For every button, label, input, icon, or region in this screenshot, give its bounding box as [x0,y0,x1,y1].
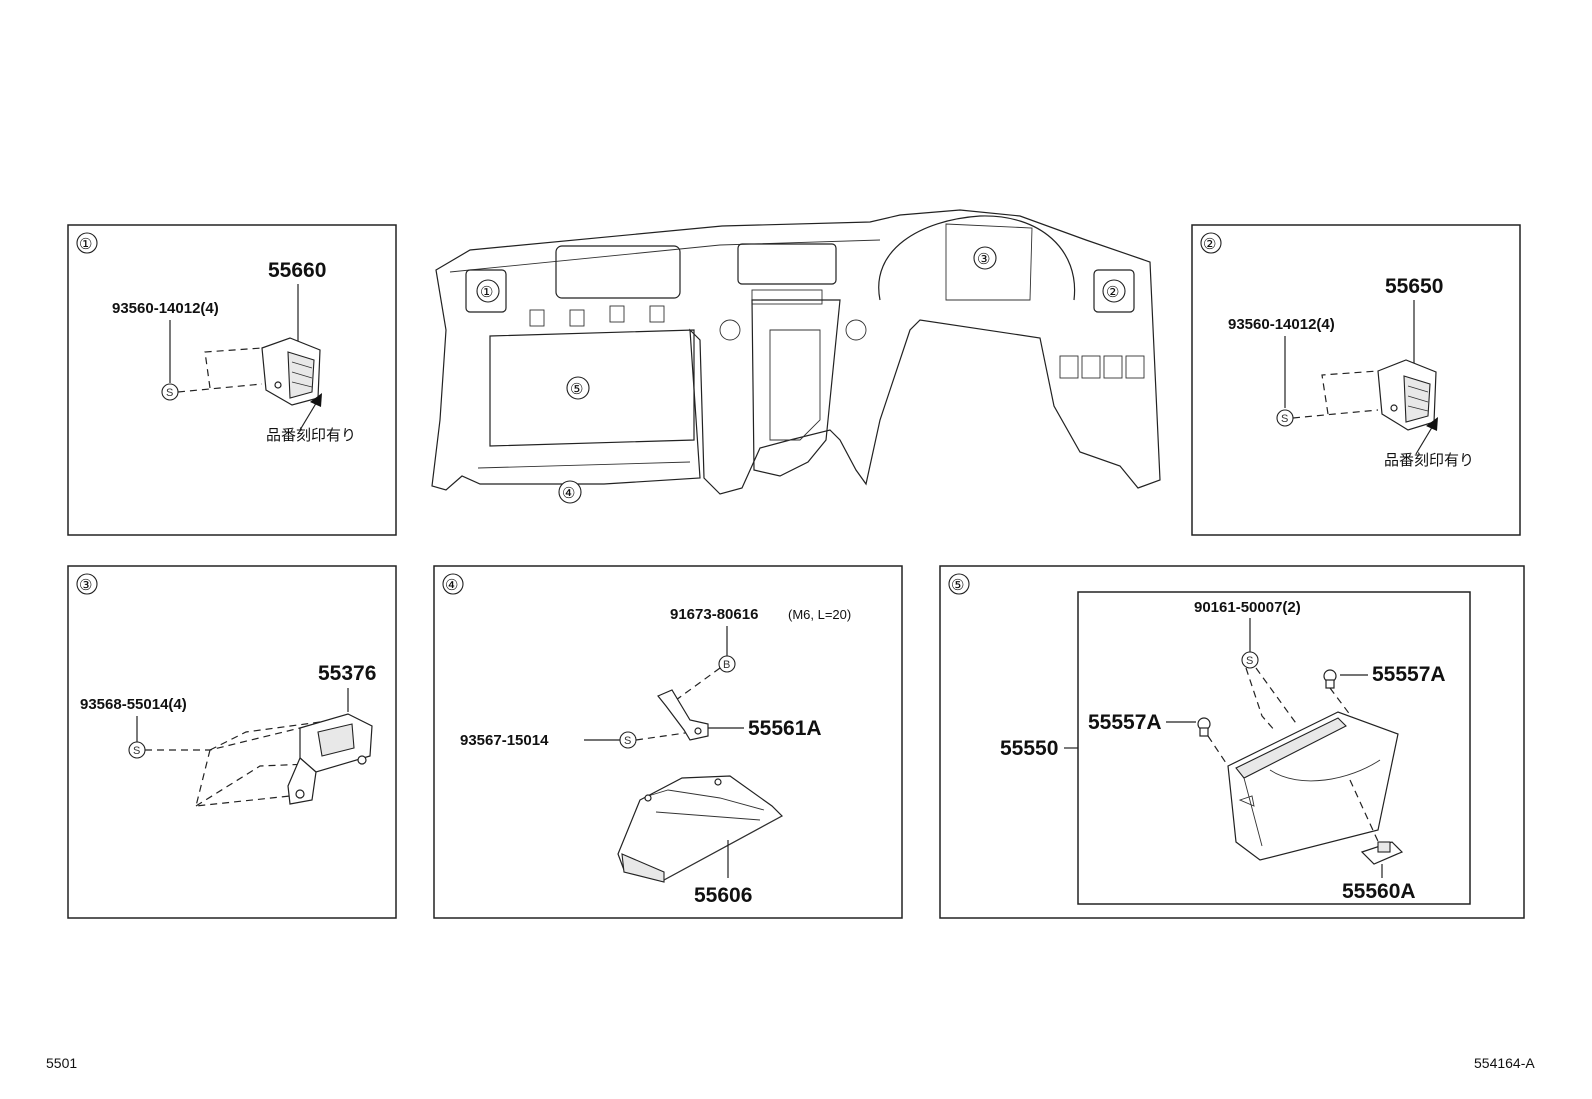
latch-55560a[interactable] [1360,841,1404,865]
figure-code: 554164-A [1474,1055,1535,1071]
air-vent-55650[interactable] [1377,359,1437,431]
panel-3-index: ③ [79,577,92,594]
bolt-circle-b-icon: B [718,655,736,673]
under-cover-55606[interactable] [617,775,783,883]
panel-5-latch-part-number[interactable]: 55560A [1342,880,1416,903]
panel-4-bracket-part-number[interactable]: 55561A [748,717,822,740]
panel-5: ⑤ 90161-50007(2) S 55557A 55557A 55550 [939,565,1525,919]
svg-text:S: S [1246,655,1253,667]
stopper-left[interactable] [1197,717,1211,737]
panel-2-frame [1191,224,1521,536]
bracket-55376[interactable] [287,713,373,805]
screw-circle-s-icon: S [619,731,637,749]
panel-4: ④ 91673-80616 (M6, L=20) B 93567-15014 S… [433,565,903,919]
overview-callout-3[interactable]: ③ [977,251,990,268]
dashboard-overview: ① ③ ② ⑤ ④ [431,209,1161,504]
overview-callout-5[interactable]: ⑤ [570,381,583,398]
air-vent-55660[interactable] [261,337,321,406]
screw-circle-s-icon: S [1241,651,1259,669]
panel-5-index-circle [948,573,970,595]
panel-3: ③ 55376 93568-55014(4) S [67,565,397,919]
arrow-pointer-icon [1415,417,1438,455]
panel-1-screw-part-number[interactable]: 93560-14012(4) [112,300,219,317]
panel-5-stopper-right-part-number[interactable]: 55557A [1372,663,1446,686]
panel-3-index-circle [76,573,98,595]
panel-2-screw-part-number[interactable]: 93560-14012(4) [1228,316,1335,333]
panel-2-note: 品番刻印有り [1384,451,1474,469]
panel-2-index-circle [1200,232,1222,254]
panel-3-screw-part-number[interactable]: 93568-55014(4) [80,696,187,713]
panel-3-frame [67,565,397,919]
panel-4-bolt-spec: (M6, L=20) [788,607,851,622]
panel-5-stopper-left-part-number[interactable]: 55557A [1088,711,1162,734]
svg-text:S: S [166,387,173,399]
svg-text:S: S [133,745,140,757]
glove-box-55550[interactable] [1227,711,1399,861]
screw-circle-s-icon: S [128,741,146,759]
panel-5-part-number[interactable]: 55550 [1000,737,1058,760]
panel-1-index-circle [76,232,98,254]
panel-4-index: ④ [445,577,458,594]
panel-4-index-circle [442,573,464,595]
overview-callout-2[interactable]: ② [1106,284,1119,301]
arrow-pointer-icon [299,393,322,431]
panel-2-index: ② [1203,236,1216,253]
panel-1-frame [67,224,397,536]
panel-1: ① 55660 93560-14012(4) S 品番刻印有り [67,224,397,536]
svg-text:S: S [1281,413,1288,425]
panel-1-note: 品番刻印有り [266,426,356,444]
overview-callout-1[interactable]: ① [480,284,493,301]
panel-4-screw-part-number[interactable]: 93567-15014 [460,732,549,749]
svg-text:S: S [624,735,631,747]
screw-circle-s-icon: S [1276,409,1294,427]
screw-circle-s-icon: S [161,383,179,401]
panel-5-frame [939,565,1525,919]
panel-2: ② 55650 93560-14012(4) S 品番刻印有り [1191,224,1521,536]
panel-2-part-number[interactable]: 55650 [1385,275,1443,298]
panel-3-part-number[interactable]: 55376 [318,662,376,685]
bracket-55561a[interactable] [657,689,709,741]
page-code: 5501 [46,1055,77,1071]
panel-1-part-number[interactable]: 55660 [268,259,326,282]
panel-1-index: ① [79,236,92,253]
panel-5-screw-part-number[interactable]: 90161-50007(2) [1194,599,1301,616]
overview-callout-4[interactable]: ④ [562,485,575,502]
panel-4-part-number[interactable]: 55606 [694,884,752,907]
stopper-right[interactable] [1323,669,1337,689]
panel-5-index: ⑤ [951,577,964,594]
panel-4-frame [433,565,903,919]
panel-4-bolt-part-number[interactable]: 91673-80616 [670,606,758,623]
svg-text:B: B [723,659,730,671]
